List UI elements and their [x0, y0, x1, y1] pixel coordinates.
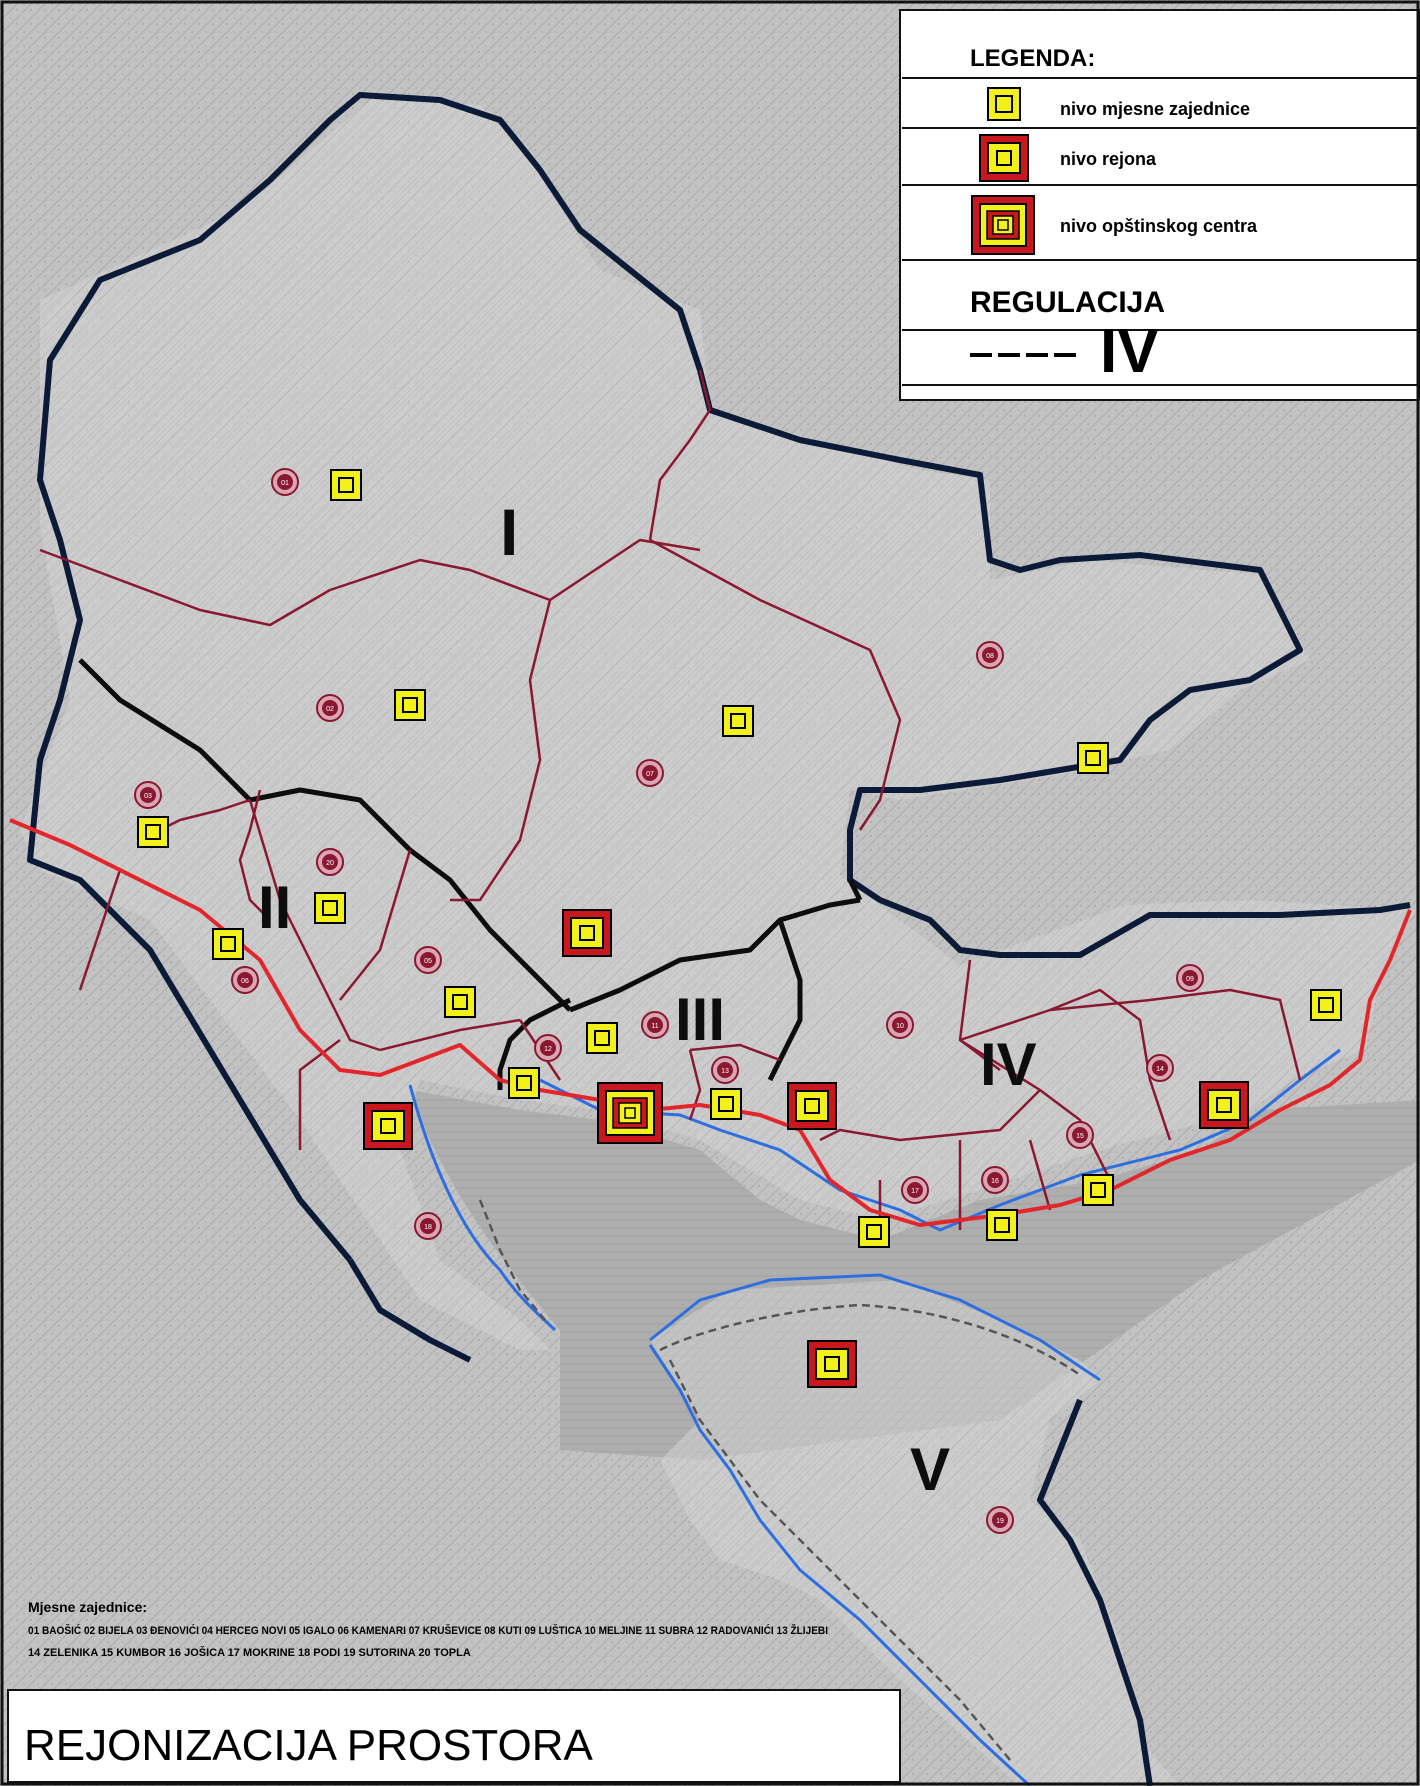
- area-number-circle: 08: [976, 641, 1004, 669]
- area-number-label: 15: [1076, 1133, 1084, 1140]
- footnote-heading: Mjesne zajednice:: [28, 1599, 147, 1615]
- settlement-marker-layer: [137, 469, 1342, 1388]
- settlement-marker-local: [314, 892, 346, 924]
- area-number-label: 17: [911, 1188, 919, 1195]
- area-number-label: 12: [544, 1046, 552, 1053]
- settlement-marker-local: [586, 1022, 618, 1054]
- settlement-marker-local: [1310, 989, 1342, 1021]
- settlement-marker-district: [363, 1102, 413, 1150]
- region-label-III: III: [675, 986, 725, 1053]
- settlement-marker-local: [986, 1209, 1018, 1241]
- area-number-label: 09: [1186, 976, 1194, 983]
- region-label-IV: IV: [980, 1031, 1037, 1098]
- area-number-label: 05: [424, 958, 432, 965]
- area-number-circle: 13: [711, 1056, 739, 1084]
- area-number-circle: 01: [271, 468, 299, 496]
- peninsula-area: [650, 1280, 1180, 1786]
- legend-box: LEGENDA: nivo mjesne zajednice nivo rejo…: [899, 9, 1420, 401]
- area-number-circle: 11: [641, 1011, 669, 1039]
- area-number-circle: 05: [414, 946, 442, 974]
- area-number-label: 13: [721, 1068, 729, 1075]
- area-number-circle: 12: [534, 1034, 562, 1062]
- settlement-marker-local: [444, 986, 476, 1018]
- area-number-label: 16: [991, 1178, 999, 1185]
- area-number-label: 10: [896, 1023, 904, 1030]
- area-number-circle: 17: [901, 1176, 929, 1204]
- area-number-label: 18: [424, 1224, 432, 1231]
- legend-item-3-label: nivo opštinskog centra: [1060, 216, 1258, 236]
- title-box: REJONIZACIJA PROSTORA: [7, 1689, 901, 1783]
- settlement-marker-district: [787, 1082, 837, 1130]
- area-number-circle: 09: [1176, 964, 1204, 992]
- footnote-line-2: 14 ZELENIKA 15 KUMBOR 16 JOŠICA 17 MOKRI…: [28, 1646, 471, 1659]
- region-boundaries: [78, 658, 863, 1090]
- settlement-marker-local: [710, 1088, 742, 1120]
- settlement-marker-local: [330, 469, 362, 501]
- area-number-circle: 14: [1146, 1054, 1174, 1082]
- area-number-label: 20: [326, 860, 334, 867]
- legend-marker-2: [979, 134, 1029, 182]
- area-number-label: 07: [646, 771, 654, 778]
- settlement-marker-local: [508, 1067, 540, 1099]
- legend-marker-3: [971, 195, 1035, 255]
- region-label-I: I: [500, 495, 518, 569]
- area-number-label: 06: [241, 978, 249, 985]
- page-title: REJONIZACIJA PROSTORA: [24, 1721, 593, 1770]
- area-number-label: 11: [651, 1023, 658, 1030]
- settlement-marker-center: [597, 1082, 663, 1144]
- municipality-area: [20, 100, 1415, 1350]
- area-number-circle: 07: [636, 759, 664, 787]
- area-number-label: 14: [1156, 1066, 1164, 1073]
- area-number-label: 01: [281, 480, 289, 487]
- area-number-circle: 16: [981, 1166, 1009, 1194]
- local-boundaries: [39, 369, 1302, 1230]
- area-number-label: 08: [986, 653, 994, 660]
- settlement-marker-local: [137, 816, 169, 848]
- area-number-circle: 03: [134, 781, 162, 809]
- legend-item-1-label: nivo mjesne zajednice: [1060, 99, 1250, 119]
- legend-item-2-label: nivo rejona: [1060, 149, 1157, 169]
- main-road: [9, 818, 1412, 1227]
- settlement-marker-local: [1077, 742, 1109, 774]
- area-number-circle: 20: [316, 848, 344, 876]
- area-number-circle: 19: [986, 1506, 1014, 1534]
- footnote-line-1: 01 BAOŠIĆ 02 BIJELA 03 ĐENOVIĆI 04 HERCE…: [28, 1624, 828, 1637]
- legend-title: LEGENDA:: [970, 45, 1095, 72]
- dashed-line: [478, 1199, 1081, 1761]
- settlement-marker-local: [722, 705, 754, 737]
- legend-regulation-label: REGULACIJA: [970, 286, 1165, 319]
- area-number-label: 03: [144, 793, 152, 800]
- region-label-II: II: [258, 874, 291, 941]
- area-number-layer: 0102030405060708091011121314151617181920: [134, 468, 1204, 1534]
- legend-marker-1: [987, 87, 1021, 121]
- settlement-marker-local: [212, 928, 244, 960]
- area-number-circle: 02: [316, 694, 344, 722]
- settlement-marker-district: [562, 909, 612, 957]
- area-number-label: 02: [326, 706, 334, 713]
- settlement-marker-district: [807, 1340, 857, 1388]
- sea-area: [410, 1090, 1420, 1460]
- settlement-marker-district: [1199, 1081, 1249, 1129]
- settlement-marker-local: [1082, 1174, 1114, 1206]
- legend-regulation-symbol: IV: [1100, 317, 1159, 386]
- footnote-list: Mjesne zajednice: 01 BAOŠIĆ 02 BIJELA 03…: [28, 1599, 828, 1659]
- region-label-V: V: [910, 1436, 950, 1503]
- area-number-circle: 10: [886, 1011, 914, 1039]
- municipality-boundary: [27, 92, 1411, 1786]
- area-number-circle: 18: [414, 1212, 442, 1240]
- area-number-circle: 15: [1066, 1121, 1094, 1149]
- settlement-marker-local: [394, 689, 426, 721]
- area-number-label: 19: [996, 1518, 1004, 1525]
- area-number-circle: 06: [231, 966, 259, 994]
- settlement-marker-local: [858, 1216, 890, 1248]
